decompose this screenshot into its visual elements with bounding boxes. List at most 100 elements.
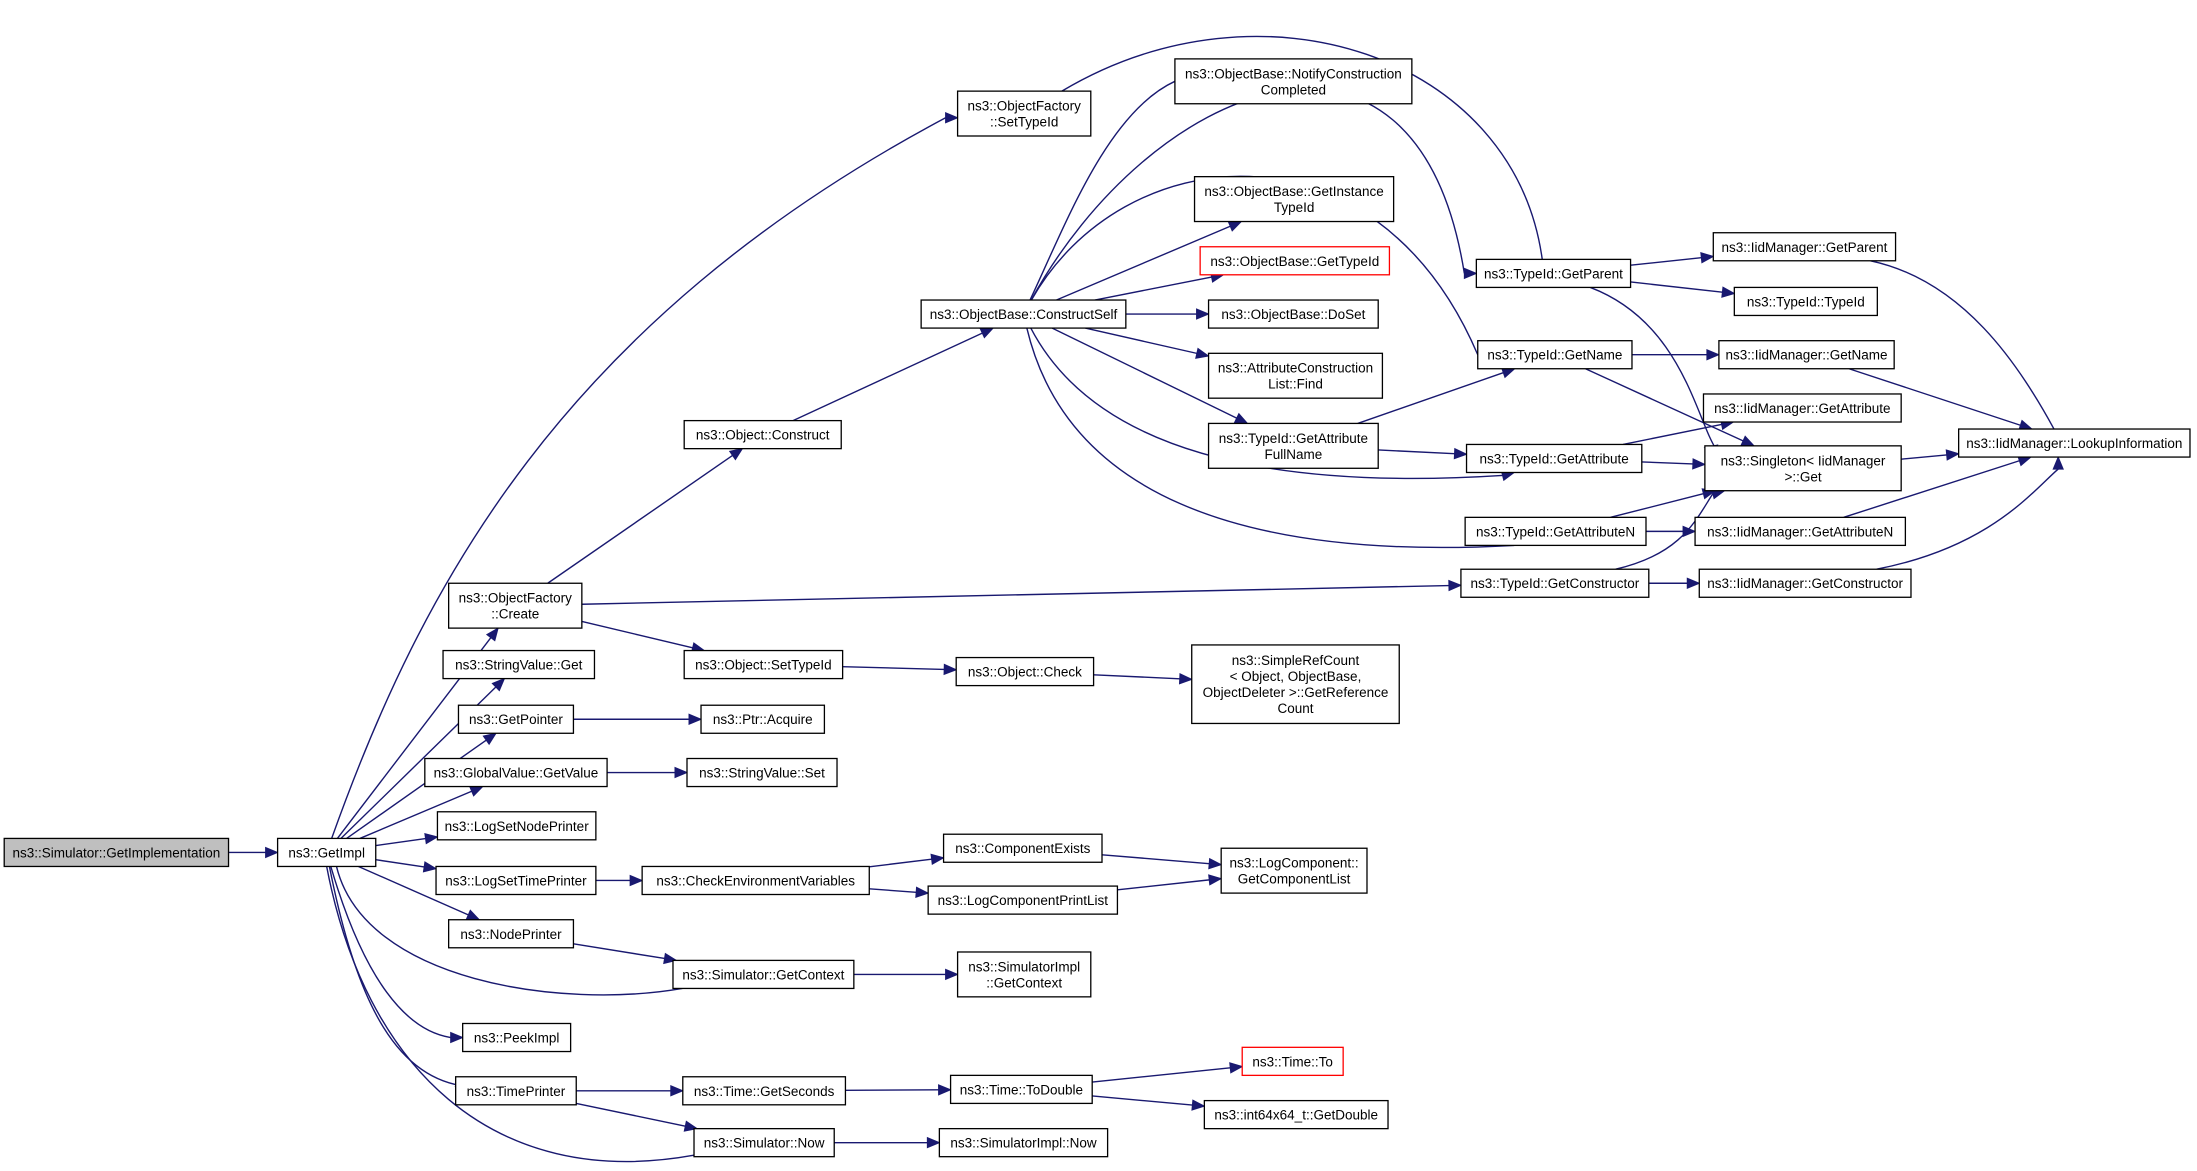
node-ptr-acquire[interactable]: ns3::Ptr::Acquire (700, 704, 826, 734)
node-box (1203, 1099, 1389, 1130)
node-tid-typeid[interactable]: ns3::TypeId::TypeId (1733, 286, 1878, 317)
node-label: ns3::GetPointer (469, 712, 563, 727)
edge-of_settypeid-to-tid_getparent (1061, 35, 1543, 260)
node-time-getsec[interactable]: ns3::Time::GetSeconds (682, 1076, 847, 1106)
node-ob-notify[interactable]: ns3::ObjectBase::NotifyConstructionCompl… (1174, 58, 1413, 105)
node-tid-getparent[interactable]: ns3::TypeId::GetParent (1475, 258, 1632, 289)
node-getpointer[interactable]: ns3::GetPointer (457, 704, 575, 734)
edge-tid_getattr-to-iid_getattr (1622, 418, 1735, 446)
edge-comp_exists-to-logcomp_getlist (1101, 854, 1223, 870)
node-iid-getattrn[interactable]: ns3::IidManager::GetAttributeN (1694, 516, 1907, 547)
edge-line (1030, 327, 1503, 480)
node-label: ns3::ObjectFactory (968, 99, 1082, 114)
node-ob-construct[interactable]: ns3::ObjectBase::ConstructSelf (920, 299, 1127, 329)
node-obj-check[interactable]: ns3::Object::Check (955, 656, 1095, 687)
node-sim-now[interactable]: ns3::Simulator::Now (693, 1127, 835, 1158)
node-simimpl-now[interactable]: ns3::SimulatorImpl::Now (938, 1127, 1109, 1158)
node-timeprinter[interactable]: ns3::TimePrinter (455, 1076, 577, 1106)
node-singleton-get[interactable]: ns3::Singleton< IidManager>::Get (1704, 445, 1902, 492)
node-int64-getdouble[interactable]: ns3::int64x64_t::GetDouble (1203, 1099, 1389, 1130)
node-iid-getparent[interactable]: ns3::IidManager::GetParent (1712, 232, 1897, 262)
node-box (1477, 340, 1633, 370)
edge-arrowhead (482, 732, 498, 746)
edge-line (1630, 257, 1702, 266)
node-tid-getattr[interactable]: ns3::TypeId::GetAttribute (1465, 443, 1643, 474)
node-time-to[interactable]: ns3::Time::To (1241, 1046, 1344, 1077)
node-comp-exists[interactable]: ns3::ComponentExists (942, 833, 1103, 863)
edge-arrowhead (1700, 252, 1715, 264)
node-lognode[interactable]: ns3::LogSetNodePrinter (436, 811, 597, 841)
edge-line (1026, 327, 1515, 549)
node-label: ns3::TypeId::TypeId (1747, 294, 1865, 309)
node-label: ns3::NodePrinter (460, 927, 562, 942)
node-simplerefcount[interactable]: ns3::SimpleRefCount< Object, ObjectBase,… (1191, 644, 1400, 725)
node-label: FullName (1265, 447, 1323, 462)
node-box (462, 1022, 572, 1053)
edge-line (1622, 423, 1722, 446)
node-logtime[interactable]: ns3::LogSetTimePrinter (435, 865, 597, 896)
node-ob-gettypeid[interactable]: ns3::ObjectBase::GetTypeId (1199, 246, 1391, 276)
node-label: ns3::TypeId::GetParent (1484, 266, 1623, 281)
edge-arrowhead (1721, 286, 1736, 298)
edge-tid_getctor-to-iid_getctor (1648, 577, 1701, 589)
node-iid-getctor[interactable]: ns3::IidManager::GetConstructor (1698, 568, 1912, 598)
node-simimpl-ctx[interactable]: ns3::SimulatorImpl::GetContext (956, 951, 1092, 998)
edge-line (1092, 1095, 1193, 1106)
node-label: ns3::Time::To (1252, 1054, 1333, 1069)
node-tid-getname[interactable]: ns3::TypeId::GetName (1477, 340, 1633, 370)
node-label: ns3::IidManager::GetAttribute (1714, 401, 1890, 416)
edge-singleton_get-to-iid_lookup (1901, 449, 1960, 461)
edge-gv_getvalue-to-strval_set (607, 766, 689, 779)
node-logcomp-print[interactable]: ns3::LogComponentPrintList (927, 885, 1119, 915)
node-box (436, 811, 597, 841)
edge-arrowhead (979, 327, 995, 339)
edge-arrowhead (424, 832, 439, 845)
node-nodeprinter[interactable]: ns3::NodePrinter (448, 919, 575, 949)
edge-time_getsec-to-time_todouble (845, 1084, 952, 1096)
node-strval-set[interactable]: ns3::StringValue::Set (686, 757, 838, 788)
node-peekimpl[interactable]: ns3::PeekImpl (462, 1022, 572, 1053)
node-sim-getimpl[interactable]: ns3::Simulator::GetImplementation (3, 837, 230, 868)
node-obj-settypeid[interactable]: ns3::Object::SetTypeId (683, 649, 844, 680)
node-label: ns3::int64x64_t::GetDouble (1214, 1108, 1378, 1123)
node-time-todouble[interactable]: ns3::Time::ToDouble (949, 1074, 1093, 1105)
node-ob-doset[interactable]: ns3::ObjectBase::DoSet (1207, 299, 1379, 329)
node-of-settypeid[interactable]: ns3::ObjectFactory::SetTypeId (956, 90, 1092, 137)
node-obj-construct[interactable]: ns3::Object::Construct (683, 419, 842, 450)
edge-line (1085, 327, 1198, 355)
node-sim-getctx[interactable]: ns3::Simulator::GetContext (672, 959, 855, 990)
edge-tid_getattrfull-to-tid_getname (1357, 367, 1516, 425)
edge-line (330, 866, 451, 1039)
edge-line (1615, 493, 1714, 570)
node-strval-get[interactable]: ns3::StringValue::Get (442, 649, 596, 680)
edge-arrowhead (688, 713, 703, 725)
edge-arrowhead (1196, 308, 1210, 320)
node-iid-lookup[interactable]: ns3::IidManager::LookupInformation (1958, 428, 2191, 458)
edge-line (375, 837, 426, 847)
edge-obj_check-to-simplerefcount (1093, 673, 1194, 685)
node-of-create[interactable]: ns3::ObjectFactory::Create (448, 582, 583, 629)
edge-logcomp_print-to-logcomp_getlist (1117, 874, 1223, 891)
node-checkenv[interactable]: ns3::CheckEnvironmentVariables (641, 865, 870, 896)
node-box (1704, 445, 1902, 492)
node-tid-getattrn[interactable]: ns3::TypeId::GetAttributeN (1464, 516, 1647, 547)
node-logcomp-getlist[interactable]: ns3::LogComponent::GetComponentList (1220, 847, 1368, 894)
edge-line (581, 584, 1449, 605)
node-label: ns3::Simulator::GetContext (682, 967, 844, 982)
edge-line (335, 866, 683, 996)
node-gv-getvalue[interactable]: ns3::GlobalValue::GetValue (424, 757, 608, 788)
node-iid-getname[interactable]: ns3::IidManager::GetName (1718, 340, 1895, 370)
node-box (1698, 568, 1912, 598)
node-getimpl[interactable]: ns3::GetImpl (276, 837, 377, 868)
node-iid-getattr[interactable]: ns3::IidManager::GetAttribute (1702, 393, 1902, 423)
edge-getimpl-to-logtime (375, 859, 438, 873)
node-box (938, 1127, 1109, 1158)
node-box (956, 90, 1092, 137)
node-tid-getctor[interactable]: ns3::TypeId::GetConstructor (1460, 568, 1650, 598)
node-label: ns3::SimpleRefCount (1232, 653, 1360, 668)
edge-line (573, 943, 665, 960)
edge-checkenv-to-logcomp_print (869, 886, 930, 898)
